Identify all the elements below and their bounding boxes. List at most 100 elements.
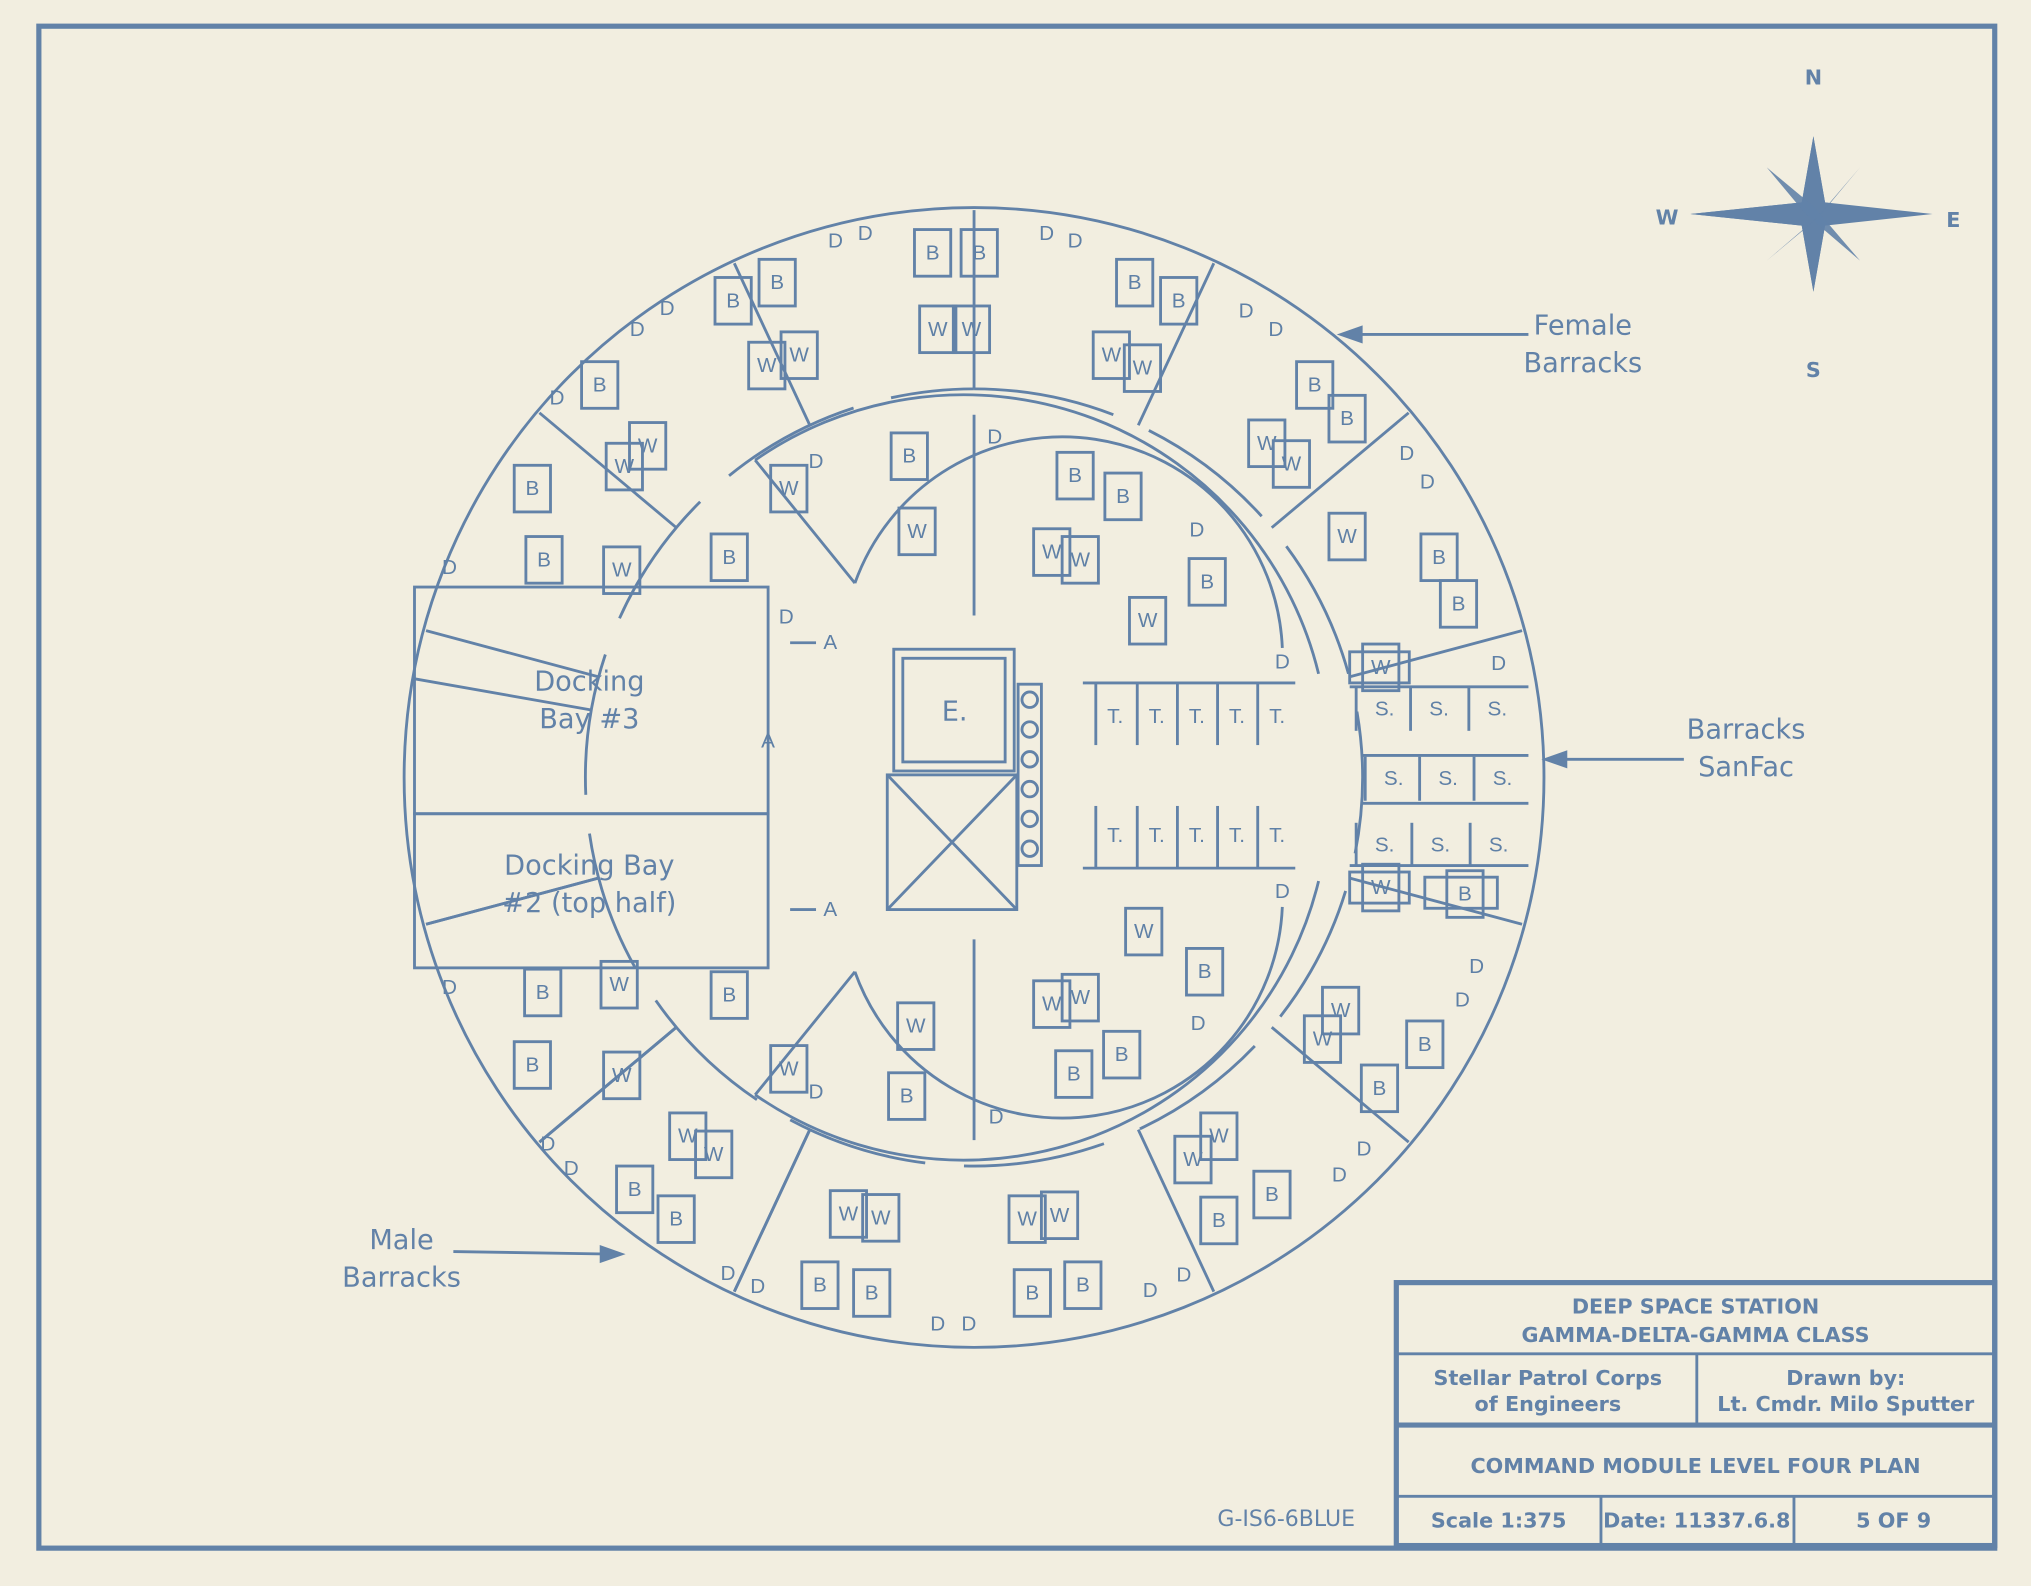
wardrobe-box <box>828 1189 868 1239</box>
svg-text:SanFac: SanFac <box>1698 752 1794 783</box>
wardrobe-box <box>747 340 787 391</box>
bed-box <box>757 257 797 308</box>
bed-box <box>1055 450 1095 501</box>
shower-label: S. <box>1489 833 1509 856</box>
docking-bay-3-label: Bay #3 <box>539 704 639 735</box>
bed-label: B <box>1212 1209 1226 1232</box>
door-label: D <box>1275 651 1290 674</box>
toilet-label: T. <box>1189 705 1205 728</box>
door-label: D <box>1143 1279 1158 1302</box>
toilet-label: T. <box>1229 824 1245 847</box>
wardrobe-box <box>779 330 819 380</box>
wardrobe-label: W <box>1070 548 1090 571</box>
bed-box <box>1199 1195 1239 1246</box>
wardrobe-label: W <box>1371 656 1391 679</box>
bed-box <box>959 228 999 278</box>
sheet-number: 5 OF 9 <box>1856 1508 1931 1532</box>
door-label: D <box>987 425 1002 448</box>
bed-box <box>1295 360 1335 410</box>
annotation-male-barracks: Male Barracks <box>342 1225 626 1294</box>
wardrobe-box <box>604 441 644 492</box>
wardrobe-box <box>1060 972 1100 1023</box>
drawn-by: Lt. Cmdr. Milo Sputter <box>1717 1392 1975 1416</box>
drawn-by-label: Drawn by: <box>1786 1366 1905 1390</box>
bed-box <box>580 360 620 410</box>
shower-label: S. <box>1438 767 1458 790</box>
bed-label: B <box>1418 1033 1432 1056</box>
bed-label: B <box>537 548 551 571</box>
bed-box <box>1185 947 1225 997</box>
organization: Stellar Patrol Corps <box>1434 1366 1663 1390</box>
bed-box <box>1359 1063 1400 1114</box>
wardrobe-box <box>1128 595 1168 646</box>
plan-title: COMMAND MODULE LEVEL FOUR PLAN <box>1470 1454 1920 1478</box>
wardrobe-box <box>1247 418 1287 469</box>
door-label: D <box>1275 880 1290 903</box>
wardrobe-box <box>602 545 642 595</box>
compass-n: N <box>1805 65 1822 89</box>
wardrobe-box <box>1361 862 1401 913</box>
bed-box <box>1445 869 1485 919</box>
wardrobe-label: W <box>704 1143 724 1166</box>
bed-box <box>913 228 953 278</box>
door-label: D <box>1191 1012 1206 1035</box>
wardrobe-label: W <box>757 354 777 377</box>
elevator-label: E. <box>942 696 968 727</box>
door-label: D <box>1469 955 1484 978</box>
bed-label: B <box>1200 570 1214 593</box>
wardrobe-label: W <box>1138 609 1158 632</box>
wardrobe-box <box>1271 439 1311 489</box>
bed-box <box>709 970 749 1020</box>
bed-label: B <box>1432 546 1446 569</box>
wardrobe-label: W <box>638 434 658 457</box>
shower-label: S. <box>1384 767 1404 790</box>
toilet-label: T. <box>1269 705 1285 728</box>
bed-label: B <box>1340 407 1354 430</box>
door-label: D <box>1491 652 1506 675</box>
wardrobe-label: W <box>839 1202 859 1225</box>
toilet-label: T. <box>1269 824 1285 847</box>
wardrobe-label: W <box>962 318 982 341</box>
wardrobe-label: W <box>1134 920 1154 943</box>
door-label: D <box>630 318 645 341</box>
door-label: D <box>442 976 457 999</box>
bed-box <box>1054 1049 1094 1099</box>
docking-bay-2-label: #2 (top half) <box>502 888 676 919</box>
wardrobe-box <box>1091 330 1131 380</box>
airlock-label: A <box>761 730 775 753</box>
title-block: DEEP SPACE STATION GAMMA-DELTA-GAMMA CLA… <box>1393 1280 1998 1549</box>
wardrobe-label: W <box>1050 1204 1070 1227</box>
bed-label: B <box>536 981 550 1004</box>
bed-label: B <box>926 241 940 264</box>
bed-box <box>523 967 563 1018</box>
wardrobe-label: W <box>928 318 948 341</box>
door-label: D <box>720 1262 735 1285</box>
wardrobe-box <box>1032 527 1072 577</box>
bed-label: B <box>722 546 736 569</box>
toilet-label: T. <box>1149 705 1165 728</box>
station-name: DEEP SPACE STATION <box>1572 1295 1819 1319</box>
bed-box <box>1012 1268 1052 1318</box>
wardrobe-label: W <box>1133 357 1153 380</box>
door-label: D <box>549 386 564 409</box>
bed-label: B <box>1172 289 1186 312</box>
wardrobe-label: W <box>1282 452 1302 475</box>
bed-box <box>1115 257 1155 308</box>
airlock-label: A <box>823 898 837 921</box>
door-label: D <box>1039 222 1054 245</box>
wardrobe-label: W <box>1070 986 1090 1009</box>
station-plan: Docking Bay #3 Docking Bay #2 (top half)… <box>402 206 1546 1349</box>
door-label: D <box>1332 1164 1347 1187</box>
wardrobe-box <box>668 1111 708 1161</box>
door-label: D <box>779 605 794 628</box>
door-label: D <box>989 1105 1004 1128</box>
door-label: D <box>660 297 675 320</box>
wardrobe-box <box>918 304 958 355</box>
svg-text:Male: Male <box>369 1225 433 1256</box>
bed-box <box>1103 471 1143 522</box>
bed-label: B <box>1115 1043 1129 1066</box>
wardrobe-label: W <box>1102 344 1122 367</box>
wardrobe-box <box>1327 511 1367 562</box>
door-label: D <box>1399 442 1414 465</box>
wardrobe-label: W <box>779 477 799 500</box>
